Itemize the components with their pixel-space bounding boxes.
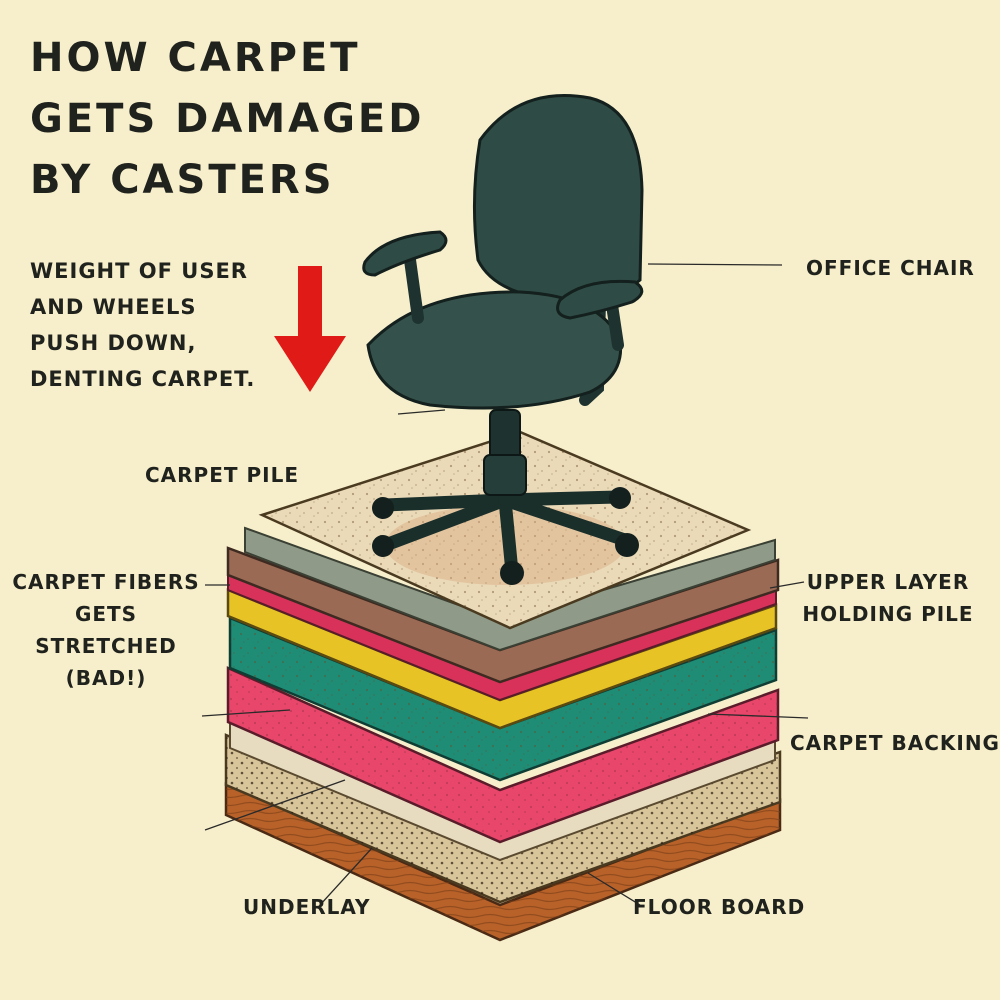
- weight-note-line: AND WHEELS: [30, 295, 197, 319]
- office-chair-icon: [362, 94, 644, 585]
- title-line: BY CASTERS: [30, 157, 335, 203]
- upper-layer-label: UPPER LAYER HOLDING PILE: [796, 566, 980, 630]
- carpet-fibers-label: CARPET FIBERS GETS STRETCHED (BAD!): [8, 566, 204, 694]
- carpet-pile-label: CARPET PILE: [145, 463, 299, 487]
- page-title: HOW CARPET GETS DAMAGED BY CASTERS: [30, 28, 424, 211]
- floor-board-layer: [224, 782, 782, 942]
- down-arrow-icon: [274, 266, 346, 392]
- upper-layer-line: HOLDING PILE: [802, 602, 974, 626]
- underlay-label: UNDERLAY: [243, 895, 371, 919]
- title-line: GETS DAMAGED: [30, 96, 425, 142]
- weight-note: WEIGHT OF USER AND WHEELS PUSH DOWN, DEN…: [30, 253, 255, 397]
- carpet-fibers-line: GETS: [74, 602, 138, 626]
- floor-board-label: FLOOR BOARD: [633, 895, 806, 919]
- upper-layer-line: UPPER LAYER: [806, 570, 970, 594]
- title-line: HOW CARPET: [30, 35, 361, 81]
- carpet-backing-layer: [226, 666, 780, 844]
- leader-lines: [201, 263, 809, 906]
- carpet-fibers-line: (BAD!): [65, 666, 147, 690]
- office-chair-label: OFFICE CHAIR: [806, 256, 975, 280]
- carpet-fibers-line: CARPET FIBERS: [12, 570, 200, 594]
- carpet-backing-label: CARPET BACKING: [790, 731, 1000, 755]
- weight-note-line: DENTING CARPET.: [30, 367, 256, 391]
- carpet-fibers-line: STRETCHED: [35, 634, 177, 658]
- weight-note-line: PUSH DOWN,: [30, 331, 197, 355]
- weight-note-line: WEIGHT OF USER: [30, 259, 248, 283]
